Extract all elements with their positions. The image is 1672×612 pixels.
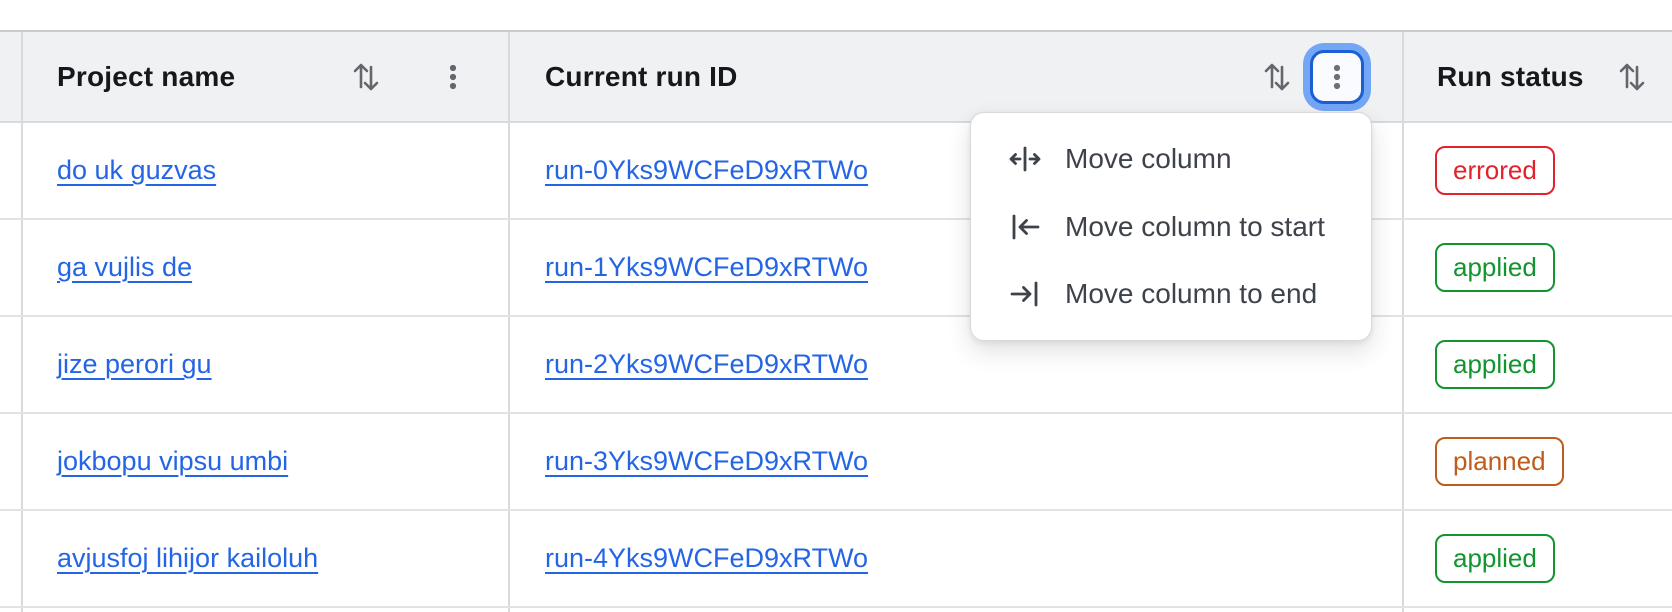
run-status-cell: errored — [1404, 123, 1672, 218]
kebab-menu-icon — [1323, 61, 1351, 93]
move-column-end-icon — [1007, 276, 1043, 312]
sort-arrows-icon — [1262, 60, 1292, 94]
current-run-id-cell: run-4Yks9WCFeD9xRTWo — [510, 511, 1404, 606]
project-link[interactable]: jize perori gu — [57, 349, 212, 379]
project-link[interactable]: ga vujlis de — [57, 252, 193, 282]
gutter-cell — [0, 220, 23, 315]
gutter-cell — [0, 317, 23, 412]
gutter-cell — [0, 511, 23, 606]
kebab-menu-icon — [439, 61, 467, 93]
current-run-id-cell: run-1Yks9WCFeD9xRTWo — [510, 220, 1404, 315]
run-id-link[interactable]: run-3Yks9WCFeD9xRTWo — [545, 446, 869, 476]
current-run-id-cell: run-2Yks9WCFeD9xRTWo — [510, 317, 1404, 412]
data-table: Project name — [0, 30, 1672, 612]
run-status-cell: planned — [1404, 414, 1672, 509]
run-id-link[interactable]: run-1Yks9WCFeD9xRTWo — [545, 252, 869, 282]
run-status-cell: applied — [1404, 511, 1672, 606]
run-status-badge: errored — [1435, 146, 1555, 195]
move-column-icon — [1007, 141, 1043, 177]
project-name-cell: jokbopu vipsu umbi — [23, 414, 510, 509]
gutter-cell — [0, 414, 23, 509]
sort-current-run-id-button[interactable] — [1250, 50, 1304, 104]
run-status-badge: applied — [1435, 243, 1555, 292]
menu-item-move-column-to-start[interactable]: Move column to start — [971, 199, 1371, 255]
sort-arrows-icon — [1617, 60, 1647, 94]
column-header-run-status: Run status — [1404, 32, 1672, 121]
column-options-dropdown: Move column Move column to start Move co… — [970, 112, 1372, 341]
project-name-cell: do uk guzvas — [23, 123, 510, 218]
run-status-badge: applied — [1435, 534, 1555, 583]
table-body: do uk guzvas run-0Yks9WCFeD9xRTWo errored g… — [0, 123, 1672, 608]
project-name-column-options-button[interactable] — [426, 50, 480, 104]
project-name-cell: jize perori gu — [23, 317, 510, 412]
project-link[interactable]: do uk guzvas — [57, 155, 217, 185]
sort-arrows-icon — [351, 60, 381, 94]
current-run-id-column-options-button[interactable] — [1310, 49, 1364, 104]
column-label: Current run ID — [545, 60, 738, 92]
table-row: ga vujlis de run-1Yks9WCFeD9xRTWo applied — [0, 220, 1672, 317]
menu-item-move-column-to-end[interactable]: Move column to end — [971, 266, 1371, 322]
project-name-cell: ga vujlis de — [23, 220, 510, 315]
run-status-cell: applied — [1404, 317, 1672, 412]
menu-item-label: Move column to end — [1065, 278, 1318, 310]
run-id-link[interactable]: run-2Yks9WCFeD9xRTWo — [545, 349, 869, 379]
menu-item-label: Move column to start — [1065, 210, 1325, 242]
sort-project-name-button[interactable] — [339, 50, 393, 104]
table-header-row: Project name — [0, 32, 1672, 123]
run-status-badge: planned — [1435, 437, 1564, 486]
move-column-start-icon — [1007, 209, 1043, 245]
run-status-cell: applied — [1404, 220, 1672, 315]
run-id-link[interactable]: run-4Yks9WCFeD9xRTWo — [545, 543, 869, 573]
project-link[interactable]: jokbopu vipsu umbi — [57, 446, 289, 476]
project-name-cell: avjusfoj lihijor kailoluh — [23, 511, 510, 606]
table-row-clipped — [0, 608, 1672, 612]
current-run-id-cell: run-3Yks9WCFeD9xRTWo — [510, 414, 1404, 509]
table-row: do uk guzvas run-0Yks9WCFeD9xRTWo errored — [0, 123, 1672, 220]
menu-item-move-column[interactable]: Move column — [971, 131, 1371, 187]
menu-item-label: Move column — [1065, 142, 1232, 174]
sort-run-status-button[interactable] — [1605, 50, 1659, 104]
current-run-id-cell: run-0Yks9WCFeD9xRTWo — [510, 123, 1404, 218]
project-link[interactable]: avjusfoj lihijor kailoluh — [57, 543, 319, 573]
column-header-project-name: Project name — [23, 32, 510, 121]
gutter-column-header — [0, 32, 23, 121]
table-row: jize perori gu run-2Yks9WCFeD9xRTWo applie… — [0, 317, 1672, 414]
run-id-link[interactable]: run-0Yks9WCFeD9xRTWo — [545, 155, 869, 185]
table-row: jokbopu vipsu umbi run-3Yks9WCFeD9xRTWo pl… — [0, 414, 1672, 511]
column-label: Project name — [57, 60, 236, 92]
run-status-badge: applied — [1435, 340, 1555, 389]
column-label: Run status — [1437, 60, 1584, 92]
column-header-current-run-id: Current run ID — [510, 32, 1404, 121]
gutter-cell — [0, 123, 23, 218]
table-row: avjusfoj lihijor kailoluh run-4Yks9WCFeD9… — [0, 511, 1672, 608]
